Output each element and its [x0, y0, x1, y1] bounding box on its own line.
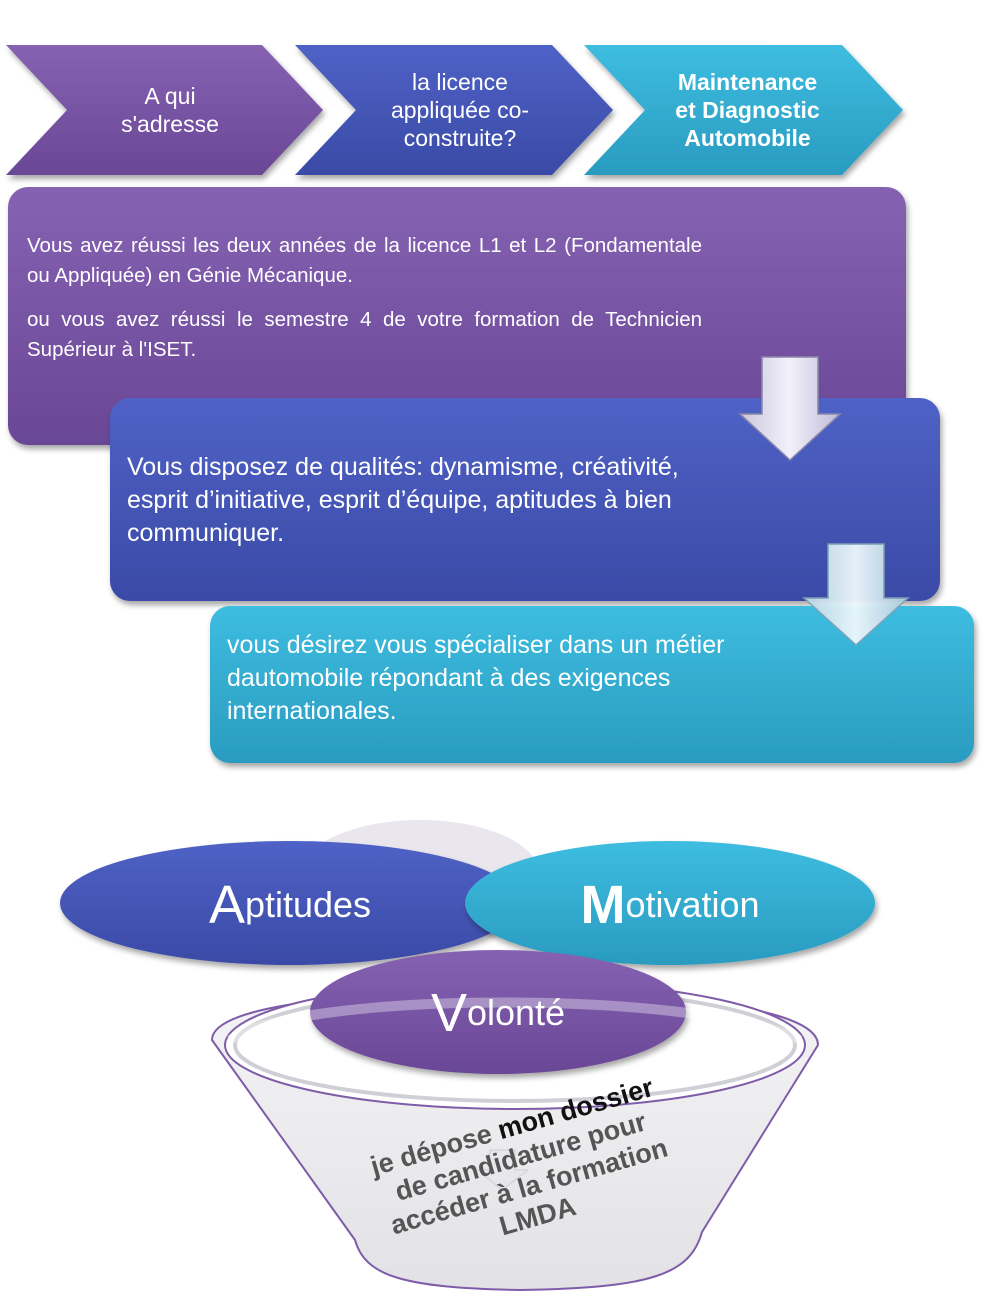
- step-box-3: [210, 606, 974, 763]
- step-2-text: Vous disposez de qualités: dynamisme, cr…: [127, 453, 679, 547]
- step-1-text: Vous avez réussi les deux années de la l…: [27, 234, 702, 361]
- chevron-3: [584, 45, 903, 175]
- step-box-1: [8, 187, 906, 445]
- step-3-text: vous désirez vous spécialiser dans un mé…: [227, 631, 725, 725]
- step-box-2: [110, 398, 940, 601]
- oval-motivation: [465, 841, 875, 965]
- funnel-rim-highlight: [227, 997, 803, 1045]
- chevron-2: [295, 45, 613, 175]
- oval-volonte: [310, 950, 686, 1074]
- oval-aptitudes: [60, 841, 520, 965]
- chevron-1: [6, 45, 323, 175]
- arrow-down-icon: [802, 543, 910, 647]
- arrow-down-icon: [476, 1149, 530, 1191]
- arrow-down-icon: [738, 356, 842, 462]
